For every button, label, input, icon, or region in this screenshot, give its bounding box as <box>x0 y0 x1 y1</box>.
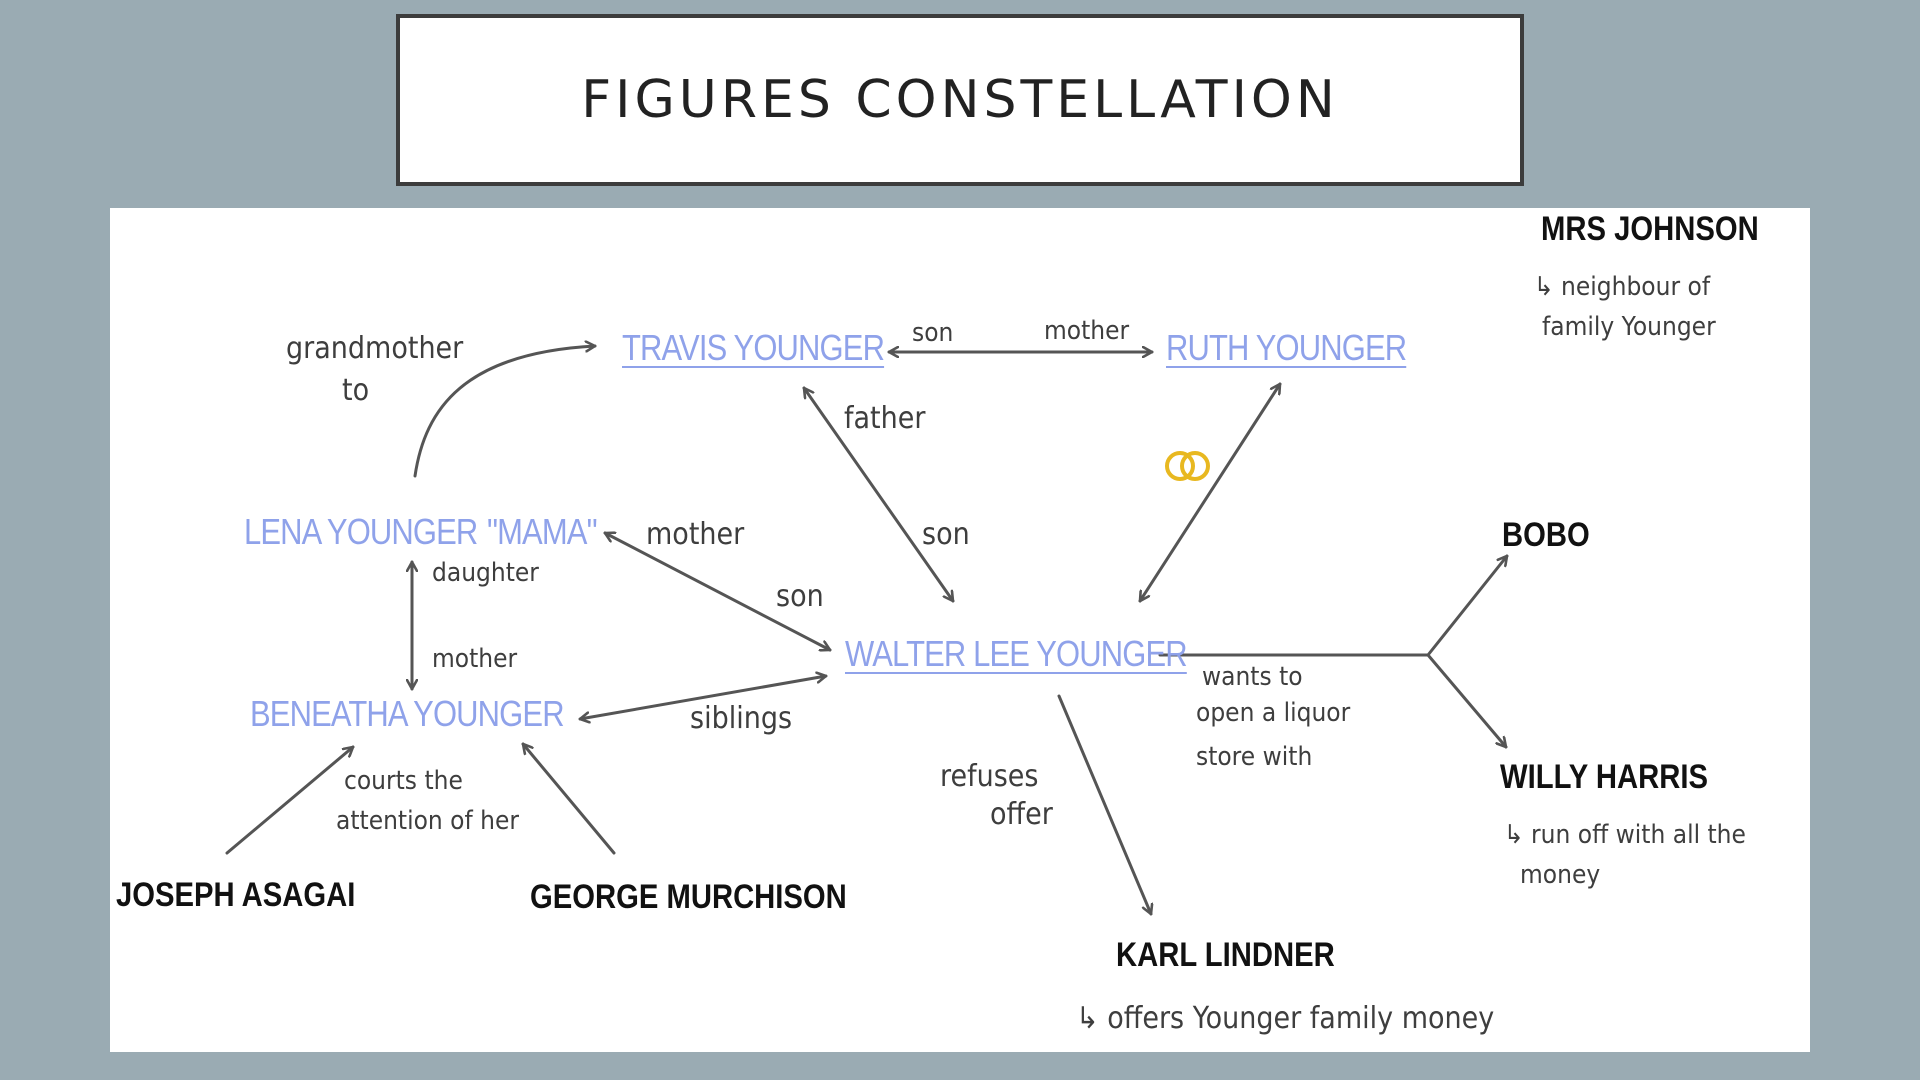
node-lena-nickname: "MAMA" <box>487 511 598 552</box>
node-bobo: BOBO <box>1502 516 1590 554</box>
node-george-murchison: GEORGE MURCHISON <box>530 878 847 916</box>
edge-label-wants-2: open a liquor <box>1196 698 1351 728</box>
arrow-lena-walter <box>603 533 832 650</box>
diagram-canvas: TRAVIS YOUNGER RUTH YOUNGER LENA YOUNGER… <box>110 208 1810 1052</box>
arrow-branch-bobo <box>1426 554 1509 657</box>
edge-label-daughter: daughter <box>432 558 539 588</box>
arrow-george-beneatha <box>521 742 616 855</box>
arrow-ruth-walter <box>1138 382 1282 603</box>
edge-label-courts-1: courts the <box>344 766 463 796</box>
edge-label-siblings: siblings <box>690 701 793 736</box>
node-karl-lindner: KARL LINDNER <box>1116 936 1335 974</box>
edge-label-wants-1: wants to <box>1202 662 1303 692</box>
arrow-grandmother <box>413 346 597 478</box>
wedding-rings-icon <box>1165 451 1210 481</box>
note-willy-1: ↳ run off with all the <box>1504 820 1746 850</box>
note-mrs-johnson-2: family Younger <box>1542 312 1716 342</box>
edge-label-father: father <box>844 401 926 436</box>
edge-label-mother-beneatha: mother <box>432 644 518 674</box>
edge-label-wants-3: store with <box>1196 742 1313 772</box>
node-mrs-johnson: MRS JOHNSON <box>1541 210 1759 248</box>
node-lena-younger: LENA YOUNGER <box>244 511 478 552</box>
note-karl: ↳ offers Younger family money <box>1076 1001 1495 1036</box>
edge-label-offer: offer <box>990 797 1053 832</box>
title-box: FIGURES CONSTELLATION <box>396 14 1524 186</box>
edge-label-son-top: son <box>912 318 954 348</box>
arrow-beneatha-walter <box>578 676 828 719</box>
node-joseph-asagai: JOSEPH ASAGAI <box>116 876 356 914</box>
arrow-walter-karl <box>1057 694 1151 916</box>
edge-label-grandmother-to: to <box>342 373 370 408</box>
node-willy-harris: WILLY HARRIS <box>1500 758 1708 796</box>
node-travis-younger: TRAVIS YOUNGER <box>622 327 885 368</box>
edge-label-son-lena: son <box>776 579 824 614</box>
edge-label-mother-lena: mother <box>646 517 745 552</box>
node-walter-lee-younger: WALTER LEE YOUNGER <box>845 633 1188 674</box>
edge-label-courts-2: attention of her <box>336 806 520 836</box>
edge-label-grandmother: grandmother <box>286 331 464 366</box>
arrow-branch-willy <box>1426 653 1508 749</box>
note-mrs-johnson-1: ↳ neighbour of <box>1534 272 1711 302</box>
slide-title: FIGURES CONSTELLATION <box>581 70 1339 130</box>
arrow-travis-walter <box>802 386 955 603</box>
diagram-arrows <box>225 208 1509 916</box>
node-beneatha-younger: BENEATHA YOUNGER <box>250 693 565 734</box>
arrow-joseph-beneatha <box>225 745 355 855</box>
node-ruth-younger: RUTH YOUNGER <box>1166 327 1407 368</box>
edge-label-son-travis: son <box>922 517 970 552</box>
edge-label-refuses: refuses <box>940 759 1039 794</box>
note-willy-2: money <box>1520 860 1601 890</box>
edge-label-mother-top: mother <box>1044 316 1130 346</box>
